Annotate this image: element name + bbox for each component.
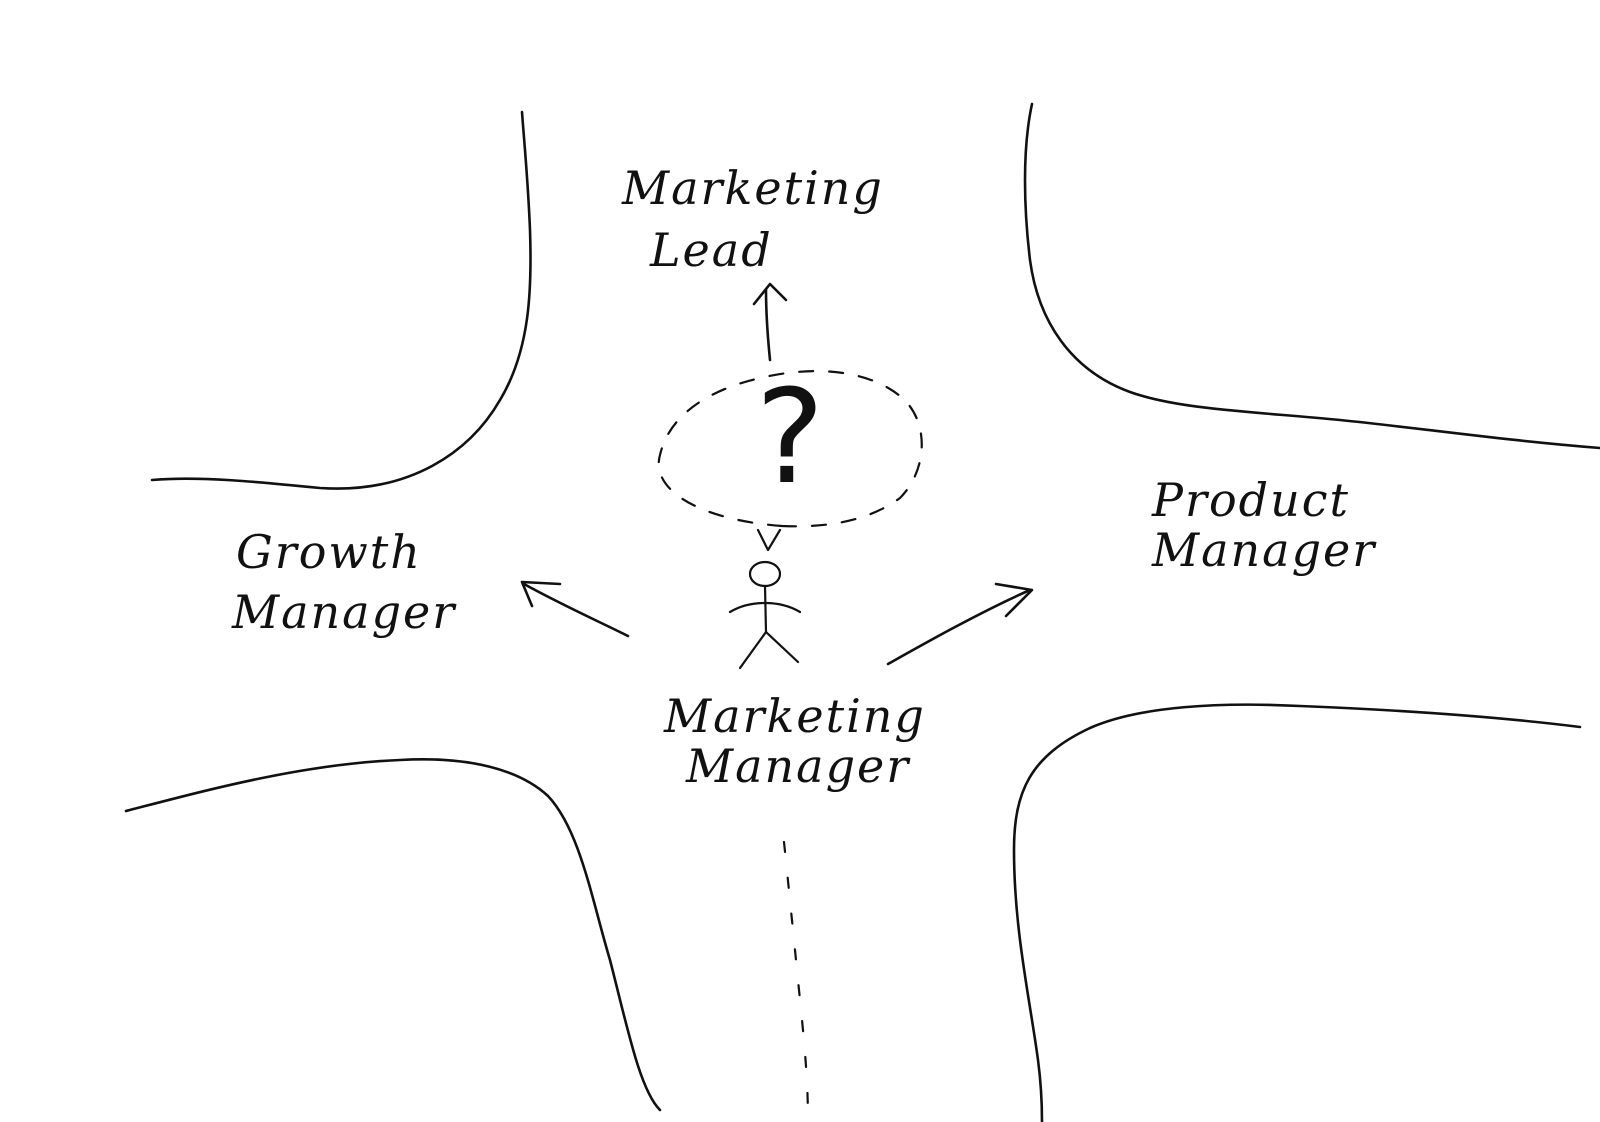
- arrow-up-to-marketing-lead: [752, 282, 788, 362]
- growth-manager-line1: Growth: [236, 525, 422, 579]
- arrow-right-to-product-manager: [886, 582, 1034, 666]
- growth-manager-line2: Manager: [231, 585, 457, 639]
- road-edge-top-left: [150, 110, 532, 490]
- marketing-manager-line2: Manager: [685, 739, 911, 793]
- label-marketing-manager: Marketing Manager: [663, 689, 926, 793]
- road-edge-bottom-left: [124, 758, 662, 1112]
- road-edge-top-right: [1023, 102, 1600, 450]
- question-mark-icon: ?: [756, 361, 825, 513]
- road-edge-bottom-right: [1012, 703, 1582, 1122]
- walked-path-line: [782, 840, 810, 1122]
- stick-figure-icon: [728, 560, 802, 670]
- arrow-left-to-growth-manager: [520, 580, 630, 638]
- thought-cloud: [657, 370, 923, 552]
- marketing-lead-line2: Lead: [649, 223, 773, 277]
- product-manager-line2: Manager: [1151, 523, 1377, 577]
- label-marketing-lead: Marketing Lead: [621, 161, 884, 277]
- marketing-lead-line1: Marketing: [621, 161, 884, 215]
- marketing-manager-line1: Marketing: [663, 689, 926, 743]
- label-growth-manager: Growth Manager: [231, 525, 457, 639]
- product-manager-line1: Product: [1151, 473, 1350, 527]
- label-product-manager: Product Manager: [1151, 473, 1377, 577]
